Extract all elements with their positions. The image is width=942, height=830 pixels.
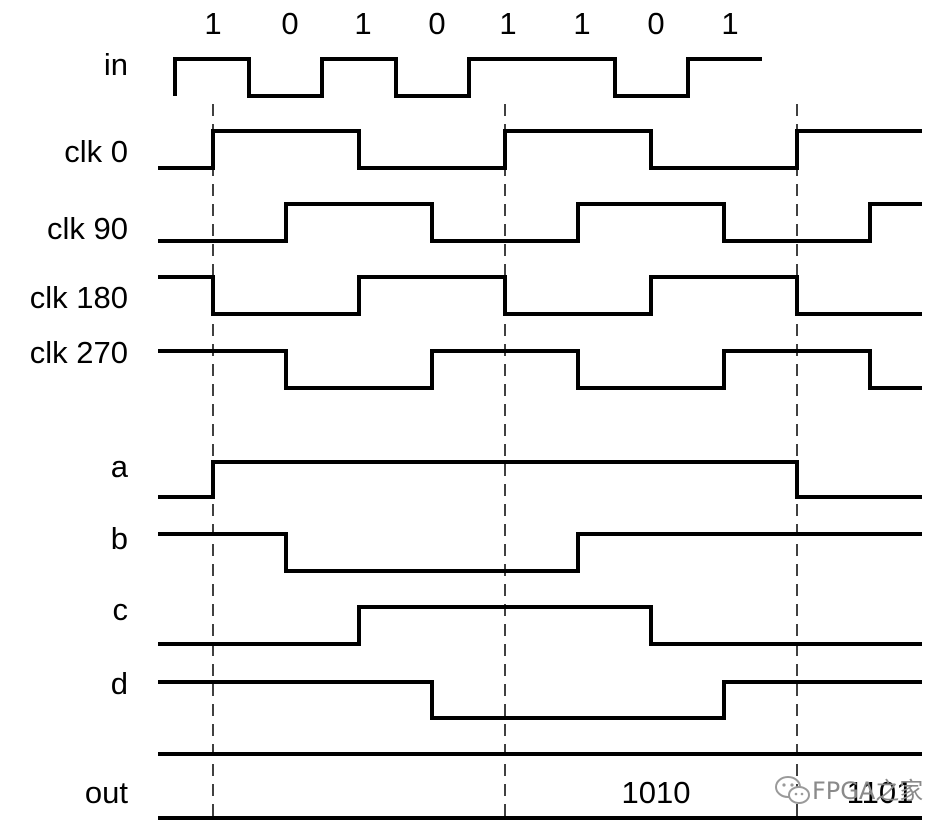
out-bus: 1010 1101	[158, 752, 922, 820]
bit-label: 0	[281, 6, 298, 41]
watermark: FPGA之家	[775, 776, 923, 805]
bit-label: 1	[721, 6, 738, 41]
bit-label: 1	[499, 6, 516, 41]
out-value: 1010	[622, 775, 691, 810]
input-bit-labels: 1 0 1 0 1 1 0 1	[204, 6, 738, 41]
bit-label: 0	[647, 6, 664, 41]
signal-label-in: in	[104, 47, 128, 82]
bit-label: 1	[204, 6, 221, 41]
wave-clk-90	[158, 202, 922, 243]
signal-label-clk-0: clk 0	[64, 134, 128, 169]
signal-label-a: a	[111, 449, 129, 484]
wave-b	[158, 532, 922, 573]
bit-label: 1	[573, 6, 590, 41]
signal-label-out: out	[85, 775, 128, 810]
signal-label-d: d	[111, 666, 128, 701]
wave-c	[158, 605, 922, 646]
wave-d	[158, 680, 922, 720]
signal-labels: in clk 0 clk 90 clk 180 clk 270 a b c d …	[30, 47, 129, 810]
wave-clk-0	[158, 129, 922, 170]
signal-label-c: c	[113, 592, 129, 627]
bit-label: 1	[354, 6, 371, 41]
wave-clk-270	[158, 349, 922, 390]
watermark-text: FPGA之家	[812, 777, 923, 805]
bit-label: 0	[428, 6, 445, 41]
signal-label-clk-270: clk 270	[30, 335, 128, 370]
wave-clk-180	[158, 275, 922, 316]
signal-label-clk-90: clk 90	[47, 211, 128, 246]
wave-in	[173, 57, 762, 98]
wave-a	[158, 460, 922, 499]
wechat-icon	[775, 776, 810, 804]
signal-label-clk-180: clk 180	[30, 280, 128, 315]
out-value: 1101	[847, 775, 914, 810]
waveforms	[158, 57, 922, 720]
signal-label-b: b	[111, 521, 128, 556]
